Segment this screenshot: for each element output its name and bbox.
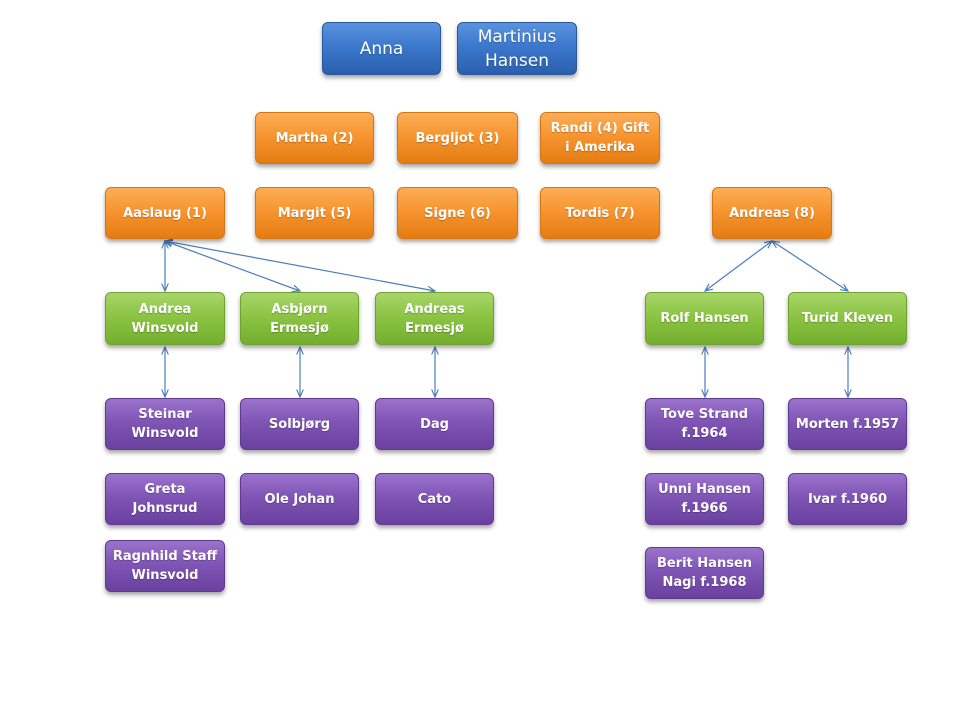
child-randi[interactable]: Randi (4) Gift i Amerika	[540, 112, 660, 164]
child-tordis[interactable]: Tordis (7)	[540, 187, 660, 239]
grandchild-solbjorg[interactable]: Solbjørg	[240, 398, 359, 450]
grandchild-unni-hansen[interactable]: Unni Hansen f.1966	[645, 473, 764, 525]
spouse-turid-kleven[interactable]: Turid Kleven	[788, 292, 907, 345]
spouse-asbjorn-ermesjo[interactable]: Asbjørn Ermesjø	[240, 292, 359, 345]
child-martha[interactable]: Martha (2)	[255, 112, 374, 164]
child-bergljot[interactable]: Bergljot (3)	[397, 112, 518, 164]
connector-aaslaug-andreas-ermesjo	[165, 241, 435, 291]
grandchild-tove-strand[interactable]: Tove Strand f.1964	[645, 398, 764, 450]
grandchild-morten[interactable]: Morten f.1957	[788, 398, 907, 450]
grandchild-dag[interactable]: Dag	[375, 398, 494, 450]
child-aaslaug[interactable]: Aaslaug (1)	[105, 187, 225, 239]
grandchild-ole-johan[interactable]: Ole Johan	[240, 473, 359, 525]
child-signe[interactable]: Signe (6)	[397, 187, 518, 239]
grandchild-ragnhild-staff-winsvold[interactable]: Ragnhild Staff Winsvold	[105, 540, 225, 592]
connector-andreas-turid	[772, 241, 848, 291]
parent-anna[interactable]: Anna	[322, 22, 441, 75]
child-margit[interactable]: Margit (5)	[255, 187, 374, 239]
grandchild-steinar-winsvold[interactable]: Steinar Winsvold	[105, 398, 225, 450]
connector-aaslaug-asbjorn	[165, 241, 300, 291]
spouse-andreas-ermesjo[interactable]: Andreas Ermesjø	[375, 292, 494, 345]
grandchild-greta-johnsrud[interactable]: Greta Johnsrud	[105, 473, 225, 525]
parent-martinius-hansen[interactable]: Martinius Hansen	[457, 22, 577, 75]
child-andreas[interactable]: Andreas (8)	[712, 187, 832, 239]
grandchild-berit-hansen-nagi[interactable]: Berit Hansen Nagi f.1968	[645, 547, 764, 599]
connector-andreas-rolf	[705, 241, 772, 291]
grandchild-cato[interactable]: Cato	[375, 473, 494, 525]
spouse-rolf-hansen[interactable]: Rolf Hansen	[645, 292, 764, 345]
grandchild-ivar[interactable]: Ivar f.1960	[788, 473, 907, 525]
spouse-andrea-winsvold[interactable]: Andrea Winsvold	[105, 292, 225, 345]
